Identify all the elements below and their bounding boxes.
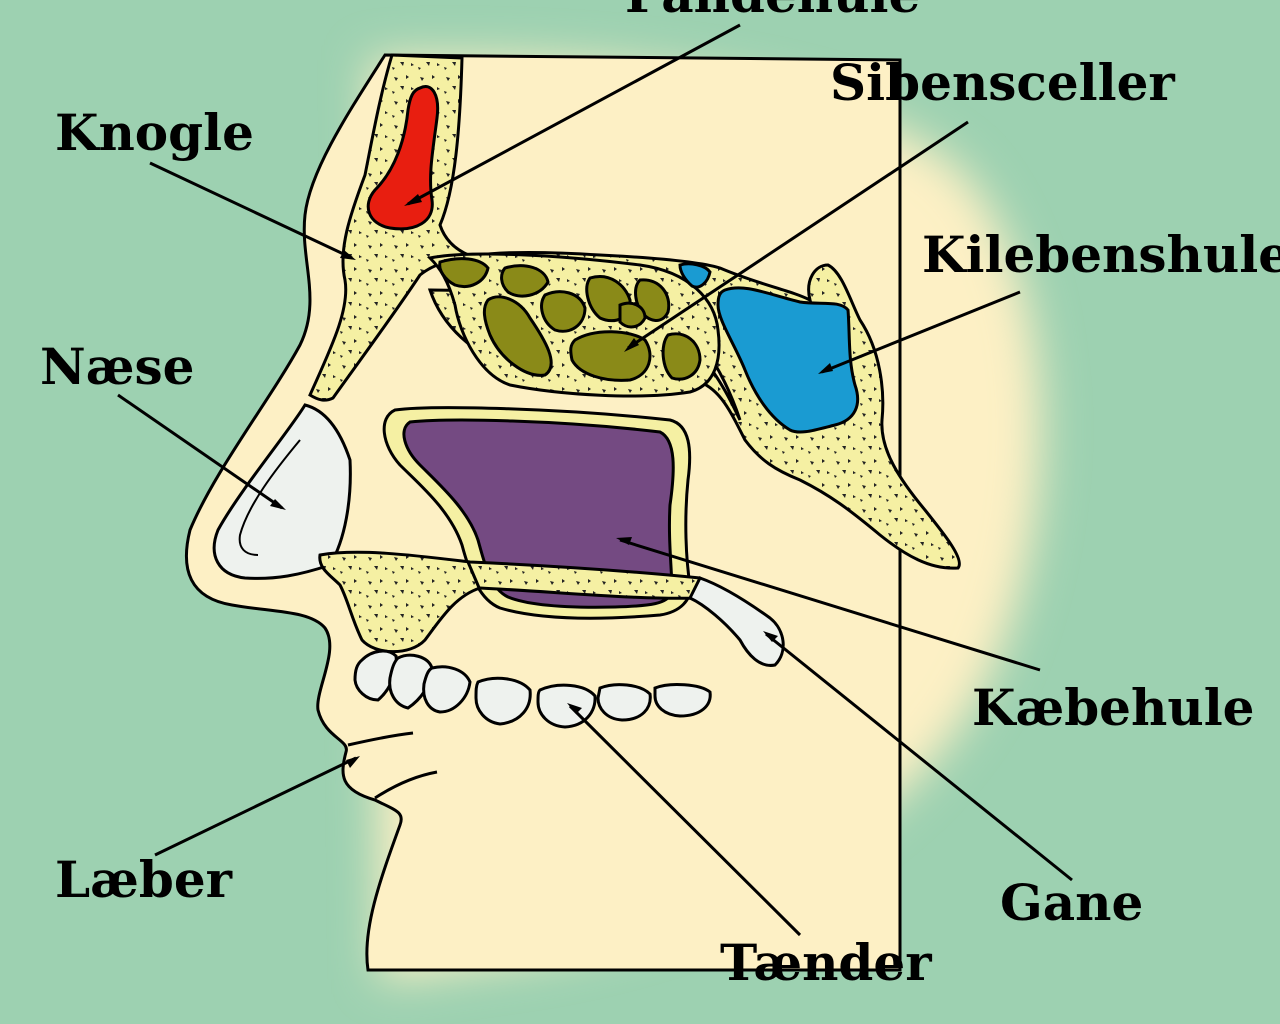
arrowhead (270, 499, 286, 510)
arrowhead (616, 537, 632, 545)
label-palate: Gane (1000, 873, 1144, 932)
arrowhead (818, 363, 833, 374)
palate-divider (466, 561, 482, 591)
label-bone: Knogle (55, 103, 254, 162)
nose-cartilage (212, 403, 352, 580)
ethmoid-cell (618, 301, 647, 329)
leader-teeth (568, 704, 802, 937)
arrowhead (346, 756, 360, 768)
label-frontal-sinus: Pandehule (625, 0, 920, 20)
tooth (596, 683, 652, 722)
sphenoid-small-cell (678, 262, 712, 289)
lip-line (347, 731, 414, 747)
leader-maxillary (619, 538, 1041, 672)
ethmoid-cell (482, 295, 553, 377)
leader-bone (149, 161, 353, 260)
ethmoid-cell (661, 332, 702, 381)
leader-palate (765, 632, 1073, 882)
label-sphenoid-sinus: Kilebenshule (922, 225, 1280, 284)
sphenoid-sinus (716, 286, 860, 434)
leader-nose (117, 393, 283, 510)
ethmoid-cell (540, 290, 587, 333)
tooth (388, 653, 434, 710)
arrowhead (340, 250, 356, 260)
arrowhead (567, 703, 582, 714)
leader-sphenoid (821, 290, 1021, 374)
ethmoid-cell (500, 264, 550, 298)
label-nose: Næse (40, 337, 195, 396)
arrowhead (404, 194, 422, 206)
palate-bone (318, 550, 710, 654)
tooth (353, 649, 398, 702)
chin-line (374, 770, 438, 800)
arrowhead (763, 631, 778, 642)
label-lips: Læber (55, 850, 233, 909)
tooth (422, 665, 472, 714)
leader-lines (117, 23, 1073, 937)
label-ethmoid-cells: Sibensceller (830, 53, 1175, 112)
tooth (474, 676, 532, 726)
tooth (653, 683, 712, 718)
maxillary-sinus (402, 418, 675, 609)
leader-lips (154, 756, 357, 857)
label-teeth: Tænder (720, 933, 932, 992)
soft-palate (687, 576, 785, 667)
leader-frontal (407, 23, 741, 206)
nose-cartilage-inner (238, 439, 301, 556)
label-maxillary-sinus: Kæbehule (972, 678, 1255, 737)
arrowhead (624, 338, 639, 352)
ethmoid-cell (438, 257, 490, 288)
skull-bone (308, 53, 961, 570)
frontal-sinus (366, 85, 440, 231)
leader-ethmoid (627, 120, 969, 350)
